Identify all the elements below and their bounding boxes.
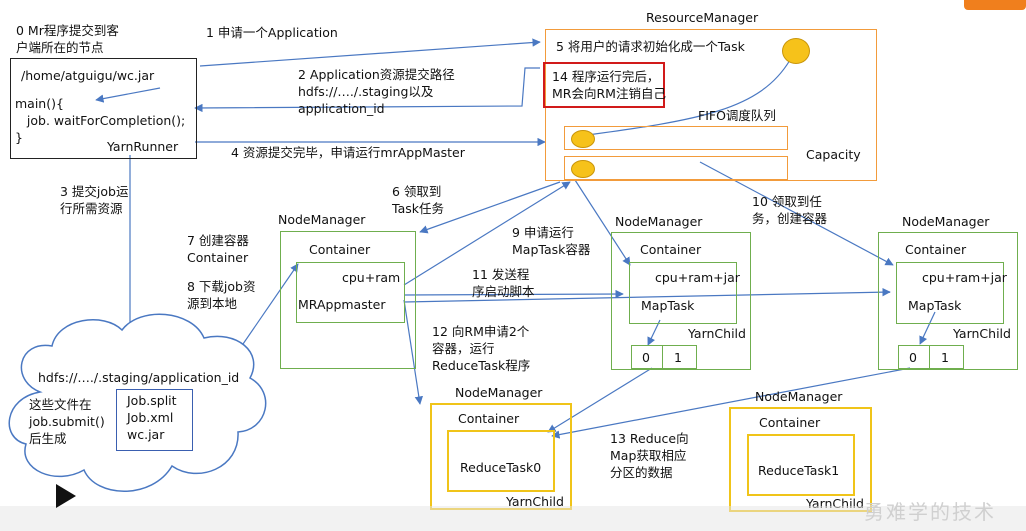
- container-maptask-2: cpu+ram+jar MapTask: [896, 262, 1007, 324]
- step7-label: 7 创建容器 Container: [187, 233, 249, 265]
- arrow-step1: [199, 38, 541, 67]
- step5-label: 5 将用户的请求初始化成一个Task: [556, 39, 745, 54]
- arrow-step2: [194, 67, 540, 113]
- yarnchild-label: YarnChild: [953, 326, 1011, 341]
- container-reduce-0: ReduceTask0: [447, 430, 555, 492]
- nodemanager-maptask-2: Container cpu+ram+jar MapTask YarnChild …: [878, 232, 1018, 370]
- arrow-step6: [419, 181, 561, 234]
- video-control-bar[interactable]: [0, 506, 1026, 531]
- arrow-step11a: [403, 289, 624, 299]
- partition-divider: [662, 346, 663, 368]
- maptask-label: MapTask: [908, 298, 962, 313]
- nm2-label: NodeManager: [615, 214, 703, 229]
- container-label: Container: [759, 415, 821, 430]
- fifo-label: FIFO调度队列: [698, 108, 776, 123]
- container-label: Container: [458, 411, 520, 426]
- hdfs-path: hdfs://…./.staging/application_id: [38, 370, 240, 385]
- step1-label: 1 申请一个Application: [206, 25, 338, 40]
- container-appmaster: cpu+ram MRAppmaster: [296, 262, 405, 323]
- nodemanager-reduce-0: Container ReduceTask0 YarnChild: [430, 403, 572, 510]
- container-maptask-1: cpu+ram+jar MapTask: [629, 262, 740, 324]
- nm4-label: NodeManager: [455, 385, 543, 400]
- yarnchild-label: YarnChild: [688, 326, 746, 341]
- yarnchild-label: YarnChild: [506, 494, 564, 509]
- partition-1: 1: [941, 350, 949, 365]
- nm5-label: NodeManager: [755, 389, 843, 404]
- nm3-label: NodeManager: [902, 214, 990, 229]
- main-code: main(){ job. waitForCompletion(); }: [15, 96, 186, 145]
- container-label: Container: [905, 242, 967, 257]
- cpu-ram-jar: cpu+ram+jar: [922, 270, 1007, 285]
- nodemanager-appmaster: Container cpu+ram MRAppmaster: [280, 231, 416, 369]
- cpu-ram-jar: cpu+ram+jar: [655, 270, 740, 285]
- mrappmaster-label: MRAppmaster: [298, 297, 386, 312]
- play-icon[interactable]: [56, 484, 76, 508]
- arrow-step10a: [574, 179, 631, 266]
- queue-task-dot: [571, 130, 595, 148]
- partition-boxes: 0 1: [898, 345, 964, 369]
- client-node: /home/atguigu/wc.jar main(){ job. waitFo…: [10, 58, 197, 159]
- arrow-step0: [95, 87, 161, 103]
- nm1-label: NodeManager: [278, 212, 366, 227]
- queue-row-2: [564, 156, 788, 180]
- step6-label: 6 领取到 Task任务: [392, 184, 444, 216]
- step11-label: 11 发送程 序启动脚本: [472, 267, 535, 299]
- job-files: Job.split Job.xml wc.jar: [127, 393, 177, 442]
- partition-1: 1: [674, 350, 682, 365]
- capacity-label: Capacity: [806, 147, 861, 162]
- partition-0: 0: [642, 350, 650, 365]
- arrow-step9: [403, 181, 571, 286]
- cpu-ram: cpu+ram: [342, 270, 401, 285]
- step10-label: 10 领取到任 务，创建容器: [752, 194, 828, 226]
- partition-divider: [929, 346, 930, 368]
- reduce0-label: ReduceTask0: [460, 460, 542, 475]
- arrow-step5: [579, 59, 791, 140]
- arrow-step13a: [547, 367, 653, 433]
- maptask-label: MapTask: [641, 298, 695, 313]
- step9-label: 9 申请运行 MapTask容器: [512, 225, 591, 257]
- reduce1-label: ReduceTask1: [758, 463, 840, 478]
- partition-boxes: 0 1: [631, 345, 697, 369]
- container-label: Container: [309, 242, 371, 257]
- queue-task-dot: [571, 160, 595, 178]
- arrow-step13b: [551, 367, 911, 439]
- step14-label: 14 程序运行完后， MR会向RM注销自己: [552, 69, 666, 101]
- step13-label: 13 Reduce向 Map获取相应 分区的数据: [610, 431, 689, 480]
- queue-row-1: [564, 126, 788, 150]
- arrow-maptask1: [647, 319, 661, 346]
- step3-label: 3 提交job运 行所需资源: [60, 184, 129, 216]
- job-files-box: Job.split Job.xml wc.jar: [116, 389, 193, 451]
- hdfs-note: 这些文件在 job.submit() 后生成: [29, 397, 105, 446]
- step14-box: 14 程序运行完后， MR会向RM注销自己: [543, 62, 666, 108]
- watermark: 勇难学的技术: [864, 500, 996, 524]
- arrow-maptask2: [919, 311, 936, 345]
- container-reduce-1: ReduceTask1: [747, 434, 855, 496]
- task-dot: [782, 38, 810, 64]
- nodemanager-maptask-1: Container cpu+ram+jar MapTask YarnChild …: [611, 232, 751, 370]
- step4-label: 4 资源提交完毕，申请运行mrAppMaster: [231, 145, 465, 160]
- step2-label: 2 Application资源提交路径 hdfs://…./.staging以及…: [298, 67, 455, 116]
- step8-label: 8 下载job资 源到本地: [187, 279, 256, 311]
- brand-logo: [964, 0, 1026, 10]
- arrow-step11b: [403, 287, 891, 303]
- resource-manager: 5 将用户的请求初始化成一个Task 14 程序运行完后， MR会向RM注销自己…: [543, 29, 877, 181]
- jar-path: /home/atguigu/wc.jar: [21, 68, 155, 83]
- partition-0: 0: [909, 350, 917, 365]
- rm-title: ResourceManager: [646, 10, 759, 25]
- arrow-step12: [403, 299, 424, 405]
- yarn-runner: YarnRunner: [107, 139, 179, 154]
- step12-label: 12 向RM申请2个 容器，运行 ReduceTask程序: [432, 324, 531, 373]
- step0-label: 0 Mr程序提交到客 户端所在的节点: [16, 23, 119, 55]
- container-label: Container: [640, 242, 702, 257]
